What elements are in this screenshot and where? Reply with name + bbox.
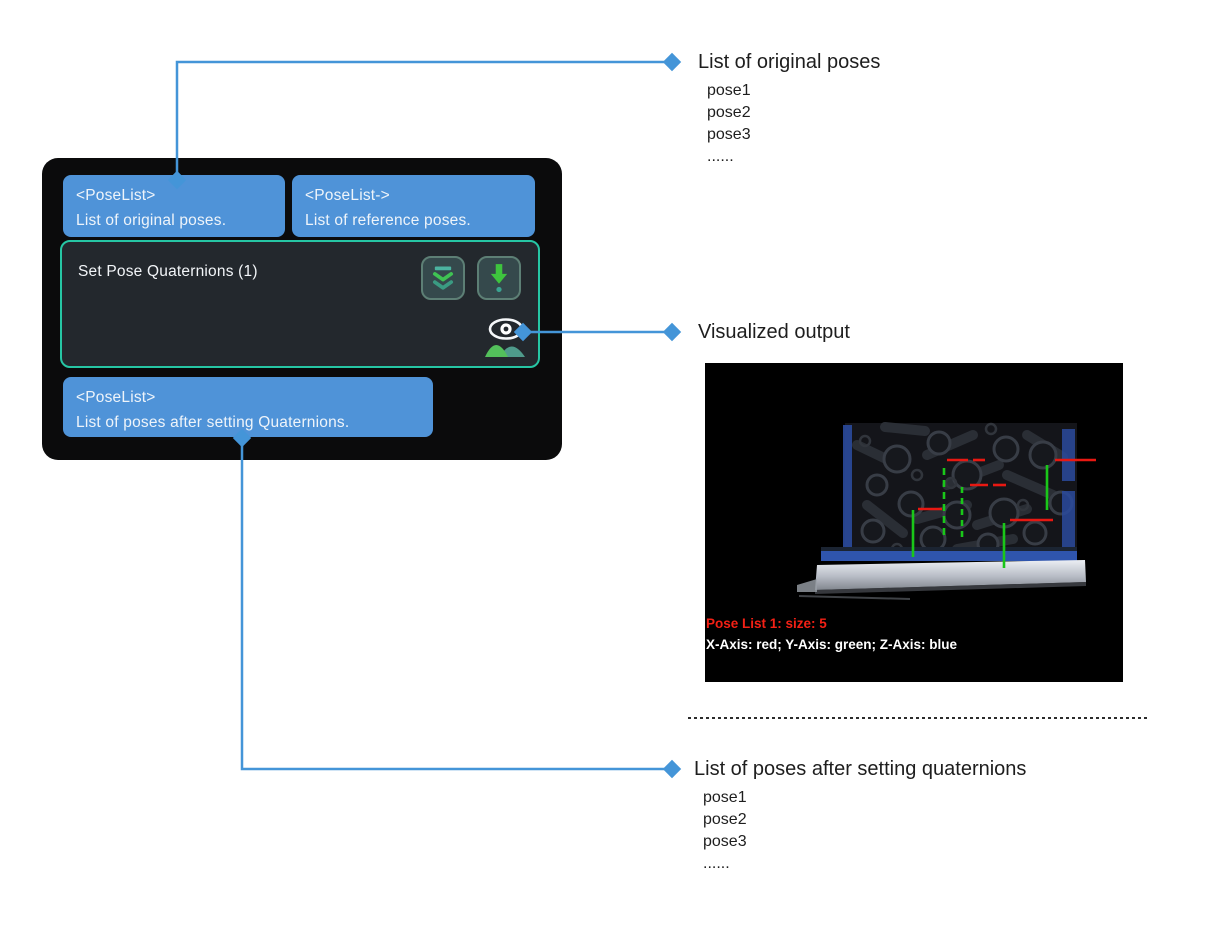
input-port-original-poses[interactable]: <PoseList> List of original poses. [63,175,285,237]
input-port-reference-poses[interactable]: <PoseList-> List of reference poses. [292,175,535,237]
pose-list-item: pose3 [703,833,747,850]
connector-diamond [662,52,682,72]
eye-icon [488,318,524,340]
port-desc-label: List of poses after setting Quaternions. [76,414,350,431]
double-chevron-down-icon [432,266,454,290]
port-desc-label: List of original poses. [76,212,227,229]
double-chevron-down-button[interactable] [421,256,465,300]
connector-diamond [662,759,682,779]
pose-x-axes [918,458,1096,522]
step-title: Set Pose Quaternions (1) [78,263,258,280]
port-desc-label: List of reference poses. [305,212,471,229]
point-cloud-bin [845,422,1077,559]
output-port-poses-after-quaternions[interactable]: <PoseList> List of poses after setting Q… [63,377,433,437]
port-type-label: <PoseList> [76,389,156,406]
bin-walls [821,425,1077,561]
port-type-label: <PoseList-> [305,187,390,204]
overlay-axis-legend: X-Axis: red; Y-Axis: green; Z-Axis: blue [706,637,958,652]
annotation-title: List of poses after setting quaternions [694,758,1027,780]
annotation-title: List of original poses [698,51,881,73]
connector-line-poses-after [240,438,672,771]
pose-list-item: pose3 [707,126,751,143]
pose-list-item: pose1 [707,82,751,99]
slab [797,560,1086,600]
annotation-original-poses: List of original poses pose1 pose2 pose3… [698,49,880,168]
connector-diamond [662,322,682,342]
visualized-output-toggle[interactable] [484,314,528,360]
point-cloud-scene: Pose List 1: size: 5 X-Axis: red; Y-Axis… [705,363,1123,682]
annotation-visualized-output: Visualized output [698,319,850,345]
overlay-pose-list-label: Pose List 1: size: 5 [706,616,827,631]
down-arrow-icon [490,264,508,293]
pose-list-item: pose2 [703,811,747,828]
annotation-poses-after: List of poses after setting quaternions … [694,756,1026,875]
dotted-separator [688,717,1148,719]
visualized-output-image: Pose List 1: size: 5 X-Axis: red; Y-Axis… [705,363,1123,682]
pose-list-ellipsis: ...... [703,855,730,872]
down-arrow-button[interactable] [477,256,521,300]
step-box-set-pose-quaternions[interactable]: Set Pose Quaternions (1) [60,240,540,368]
pose-list-item: pose1 [703,789,747,806]
mountains-icon [485,345,525,357]
pose-list-item: pose2 [707,104,751,121]
pose-y-axes [911,465,1049,568]
port-type-label: <PoseList> [76,187,156,204]
pose-list-ellipsis: ...... [707,148,734,165]
annotation-title: Visualized output [698,321,850,343]
